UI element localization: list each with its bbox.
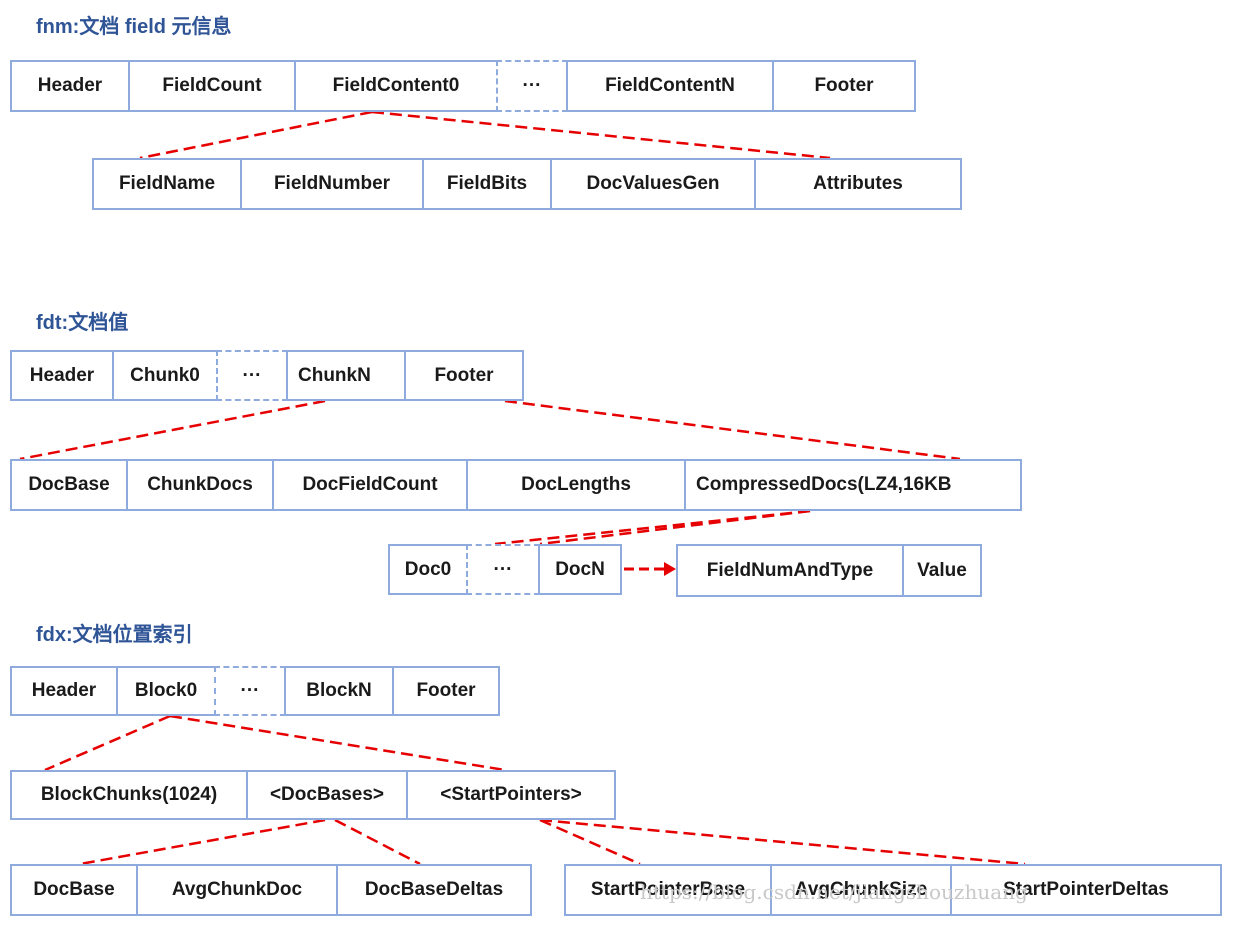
fdx-docbase-cell: DocBase <box>10 864 138 916</box>
fnm-fieldnumber-cell: FieldNumber <box>240 158 424 210</box>
fdt-fieldnumandtype-cell: FieldNumAndType <box>676 544 904 597</box>
fdx-title: fdx:文档位置索引 <box>36 624 193 646</box>
fdt-docbase-cell: DocBase <box>10 459 128 511</box>
fdx-docbases-connector-left <box>79 818 326 866</box>
fdx-header-cell: Header <box>10 666 118 716</box>
fdt-chunkn-cell: ChunkN <box>286 350 406 401</box>
fnm-connector-left <box>139 110 373 160</box>
fdt-chunkdocs-cell: ChunkDocs <box>126 459 274 511</box>
fdx-docbases-cell: <DocBases> <box>246 770 408 820</box>
fdx-sp-connector-left <box>539 818 641 866</box>
fnm-fieldname-cell: FieldName <box>92 158 242 210</box>
fdt-docs-ellipsis-cell: ··· <box>466 544 540 595</box>
fdx-ellipsis-cell: ··· <box>214 666 286 716</box>
fdx-avgchunksize-cell: AvgChunkSize <box>770 864 952 916</box>
fnm-fieldbits-cell: FieldBits <box>422 158 552 210</box>
fnm-docvaluesgen-cell: DocValuesGen <box>550 158 756 210</box>
fdt-chunk0-cell: Chunk0 <box>112 350 218 401</box>
fdx-blockn-cell: BlockN <box>284 666 394 716</box>
fdt-header-cell: Header <box>10 350 114 401</box>
fnm-header-cell: Header <box>10 60 130 112</box>
fdx-startpointers-cell: <StartPointers> <box>406 770 616 820</box>
fdx-startpointerbase-cell: StartPointerBase <box>564 864 772 916</box>
fdt-connector-left <box>19 399 326 461</box>
fdt-docfieldcount-cell: DocFieldCount <box>272 459 468 511</box>
fnm-fieldcontent0-cell: FieldContent0 <box>294 60 498 112</box>
fnm-fieldcontentn-cell: FieldContentN <box>566 60 774 112</box>
fdt-compresseddocs-cell: CompressedDocs(LZ4,16KB <box>684 459 1022 511</box>
fdx-footer-cell: Footer <box>392 666 500 716</box>
fdt-value-cell: Value <box>902 544 982 597</box>
fdt-ellipsis-cell: ··· <box>216 350 288 401</box>
fdx-sp-connector-right <box>539 818 1026 866</box>
fdx-startpointerdeltas-cell: StartPointerDeltas <box>950 864 1222 916</box>
fdt-docn-cell: DocN <box>538 544 622 595</box>
fnm-connector-right <box>371 110 831 160</box>
fdt-title: fdt:文档值 <box>36 312 129 334</box>
fdx-block0-cell: Block0 <box>116 666 216 716</box>
fdt-footer-cell: Footer <box>404 350 524 401</box>
arrow-head-icon <box>664 562 676 576</box>
fnm-ellipsis-cell: ··· <box>496 60 568 112</box>
fdx-avgchunkdoc-cell: AvgChunkDoc <box>136 864 338 916</box>
fnm-attributes-cell: Attributes <box>754 158 962 210</box>
fnm-footer-cell: Footer <box>772 60 916 112</box>
fdx-connector-right <box>169 714 506 772</box>
fdx-docbasedeltas-cell: DocBaseDeltas <box>336 864 532 916</box>
fdt-doc0-cell: Doc0 <box>388 544 468 595</box>
fdt-doclengths-cell: DocLengths <box>466 459 686 511</box>
fdt-connector-right <box>504 399 961 461</box>
fdt-docs-connector-left <box>494 509 811 546</box>
fnm-title: fnm:文档 field 元信息 <box>36 16 232 38</box>
fdt-docs-connector-right <box>539 509 811 546</box>
fdx-docbases-connector-right <box>334 818 421 866</box>
fnm-fieldcount-cell: FieldCount <box>128 60 296 112</box>
fdx-blockchunks-cell: BlockChunks(1024) <box>10 770 248 820</box>
fdx-connector-left <box>44 714 171 772</box>
